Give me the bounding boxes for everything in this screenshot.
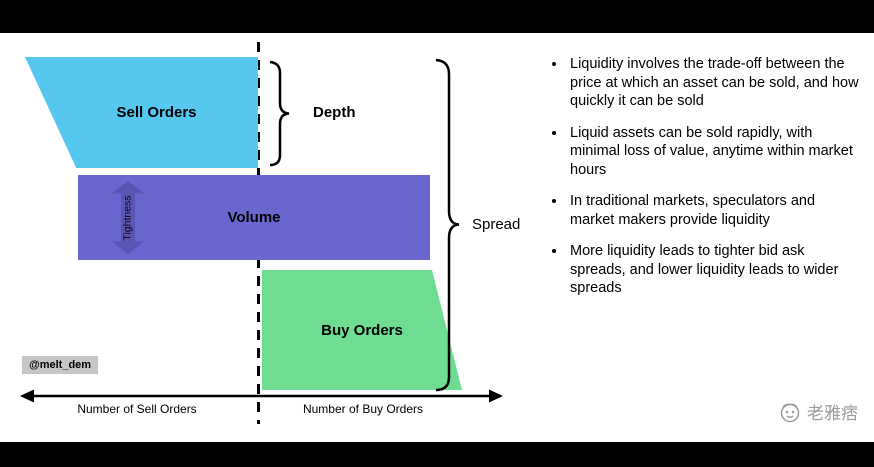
depth-brace <box>269 60 290 167</box>
axis-label-buy-orders: Number of Buy Orders <box>302 402 424 416</box>
spread-label: Spread <box>472 216 521 233</box>
volume-label: Volume <box>227 209 281 226</box>
tightness-label: Tightness <box>122 194 135 241</box>
buy-orders-label: Buy Orders <box>321 321 403 339</box>
bullet-list: Liquidity involves the trade-off between… <box>548 55 863 298</box>
bullet-item: Liquidity involves the trade-off between… <box>567 55 863 111</box>
x-axis-right-arrowhead-icon <box>489 389 503 403</box>
sell-orders-shape: Sell Orders <box>25 57 258 168</box>
sell-orders-label: Sell Orders <box>116 104 197 121</box>
bullets-panel: Liquidity involves the trade-off between… <box>548 55 863 311</box>
letterbox-top <box>0 0 874 33</box>
x-axis-left-arrowhead-icon <box>20 389 34 403</box>
bullet-item: More liquidity leads to tighter bid ask … <box>567 242 863 298</box>
channel-watermark: 老雅痞 <box>778 399 858 424</box>
author-watermark: @melt_dem <box>22 356 99 374</box>
axis-label-sell-orders: Number of Sell Orders <box>77 402 197 416</box>
letterbox-bottom <box>0 442 874 467</box>
channel-watermark-text: 老雅痞 <box>807 404 858 423</box>
tightness-label-wrap: Tightness <box>112 181 144 254</box>
depth-label: Depth <box>313 104 356 121</box>
buy-orders-shape: Buy Orders <box>262 270 462 390</box>
bullet-item: Liquid assets can be sold rapidly, with … <box>567 124 863 180</box>
face-logo-icon <box>780 403 800 422</box>
bullet-item: In traditional markets, speculators and … <box>567 192 863 229</box>
